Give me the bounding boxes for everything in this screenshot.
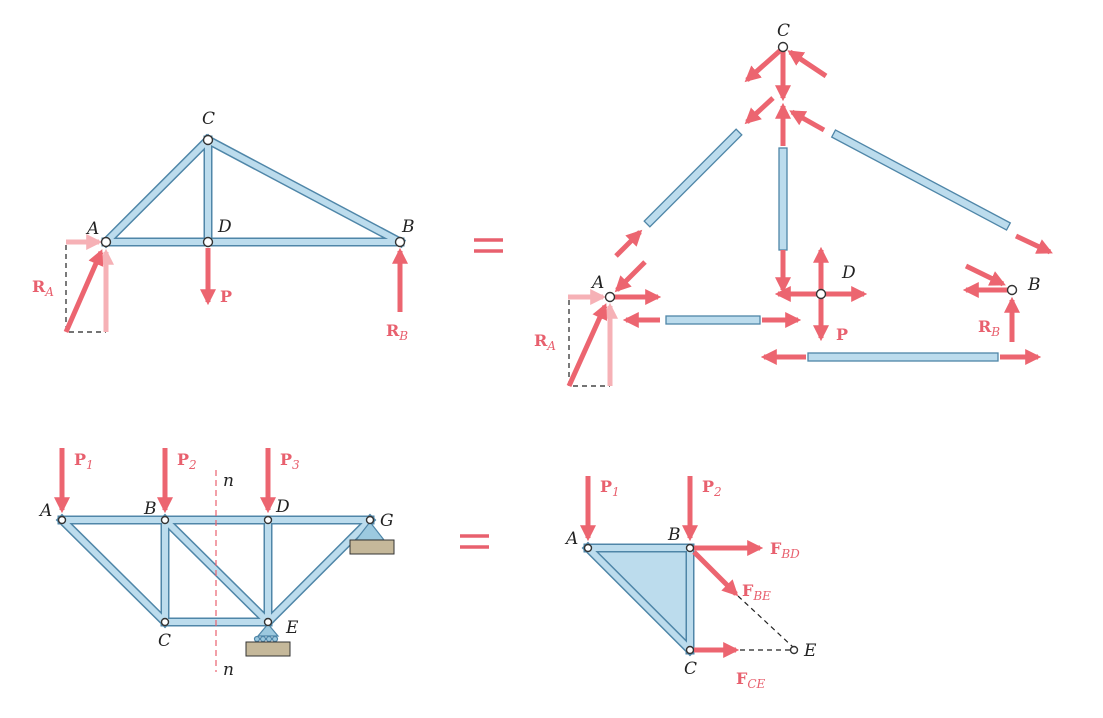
bar-ac xyxy=(643,128,743,228)
label-p: P xyxy=(220,287,232,306)
truss-top-right: C A D B RA P RB xyxy=(534,21,1053,388)
section-free-body: A B C E P1 P2 FBD FBE FCE xyxy=(564,476,817,691)
c-right-arrow xyxy=(787,49,828,79)
joint-c xyxy=(202,134,214,146)
label-c: C xyxy=(202,109,215,129)
joint-a xyxy=(100,236,112,248)
bar-cb-bottom-arrow xyxy=(1014,233,1053,255)
label-g-bl: G xyxy=(380,511,394,531)
ra-arrow-right xyxy=(566,303,608,388)
label-p1-br: P1 xyxy=(600,477,620,499)
members xyxy=(99,133,407,249)
label-n-bottom: n xyxy=(223,660,234,680)
label-b-bl: B xyxy=(143,499,157,519)
label-e-br: E xyxy=(803,641,817,661)
label-b-br: B xyxy=(667,525,681,545)
label-c-right: C xyxy=(777,21,790,41)
joint-c-br xyxy=(685,645,695,655)
label-n-top: n xyxy=(223,471,234,491)
label-ra: RA xyxy=(32,277,54,299)
label-d-bl: D xyxy=(275,497,290,517)
joint-g-bl xyxy=(365,515,375,525)
bar-cb-top-arrow xyxy=(789,109,826,133)
joint-b-right xyxy=(1006,284,1018,296)
label-b: B xyxy=(401,217,415,237)
truss-bottom-left: A B D G C E n n P1 P2 P3 xyxy=(38,448,395,680)
b-member-arrow xyxy=(964,263,1006,287)
label-p2: P2 xyxy=(177,450,197,472)
a-member-arrow xyxy=(614,260,647,293)
truss-top-left: C A D B RA P RB xyxy=(32,109,415,343)
label-c-bl: C xyxy=(158,631,171,651)
joint-d-right xyxy=(815,288,827,300)
joint-a-bl xyxy=(57,515,67,525)
joint-e-bl xyxy=(263,617,273,627)
bar-ac-bottom-arrow xyxy=(614,229,643,258)
joint-d-bl xyxy=(263,515,273,525)
label-b-right: B xyxy=(1027,275,1041,295)
label-a-br: A xyxy=(564,529,578,549)
ra-component-box xyxy=(65,245,106,333)
joint-b xyxy=(394,236,406,248)
members xyxy=(581,541,697,657)
label-rb-right: RB xyxy=(978,317,1000,339)
c-left-arrow xyxy=(744,46,785,83)
label-d-right: D xyxy=(841,263,856,283)
bar-cd xyxy=(778,147,788,251)
bar-db xyxy=(807,352,999,362)
bar-ad xyxy=(665,315,761,325)
label-p2-br: P2 xyxy=(702,477,722,499)
joint-d xyxy=(202,236,214,248)
bar-ac-top-arrow xyxy=(744,96,775,125)
pin-support-g xyxy=(349,521,395,555)
ra-arrow xyxy=(63,249,104,334)
label-p1: P1 xyxy=(74,450,94,472)
label-rb: RB xyxy=(386,321,408,343)
label-ra-right: RA xyxy=(534,331,556,353)
label-e-bl: E xyxy=(285,618,299,638)
label-a-right: A xyxy=(590,273,604,293)
joint-c-bl xyxy=(160,617,170,627)
joint-c-right xyxy=(777,41,789,53)
joint-a-right xyxy=(604,291,616,303)
label-p3: P3 xyxy=(280,450,300,472)
fbe-arrow xyxy=(692,550,739,597)
equals-sign-bottom xyxy=(460,534,489,549)
label-a-bl: A xyxy=(38,501,52,521)
joint-a-br xyxy=(583,543,593,553)
label-fbe: FBE xyxy=(742,581,771,603)
joint-e-br xyxy=(789,645,799,655)
label-p-right: P xyxy=(836,325,848,344)
label-fbd: FBD xyxy=(770,539,800,561)
label-d: D xyxy=(217,217,232,237)
roller-support-e xyxy=(245,623,291,657)
joint-b-bl xyxy=(160,515,170,525)
bar-cb xyxy=(830,129,1012,231)
label-a: A xyxy=(85,219,99,239)
equals-sign-top xyxy=(474,238,503,253)
dashed-line-be xyxy=(737,595,795,649)
label-fce: FCE xyxy=(736,669,766,691)
label-c-br: C xyxy=(684,659,697,679)
joint-b-br xyxy=(685,543,695,553)
